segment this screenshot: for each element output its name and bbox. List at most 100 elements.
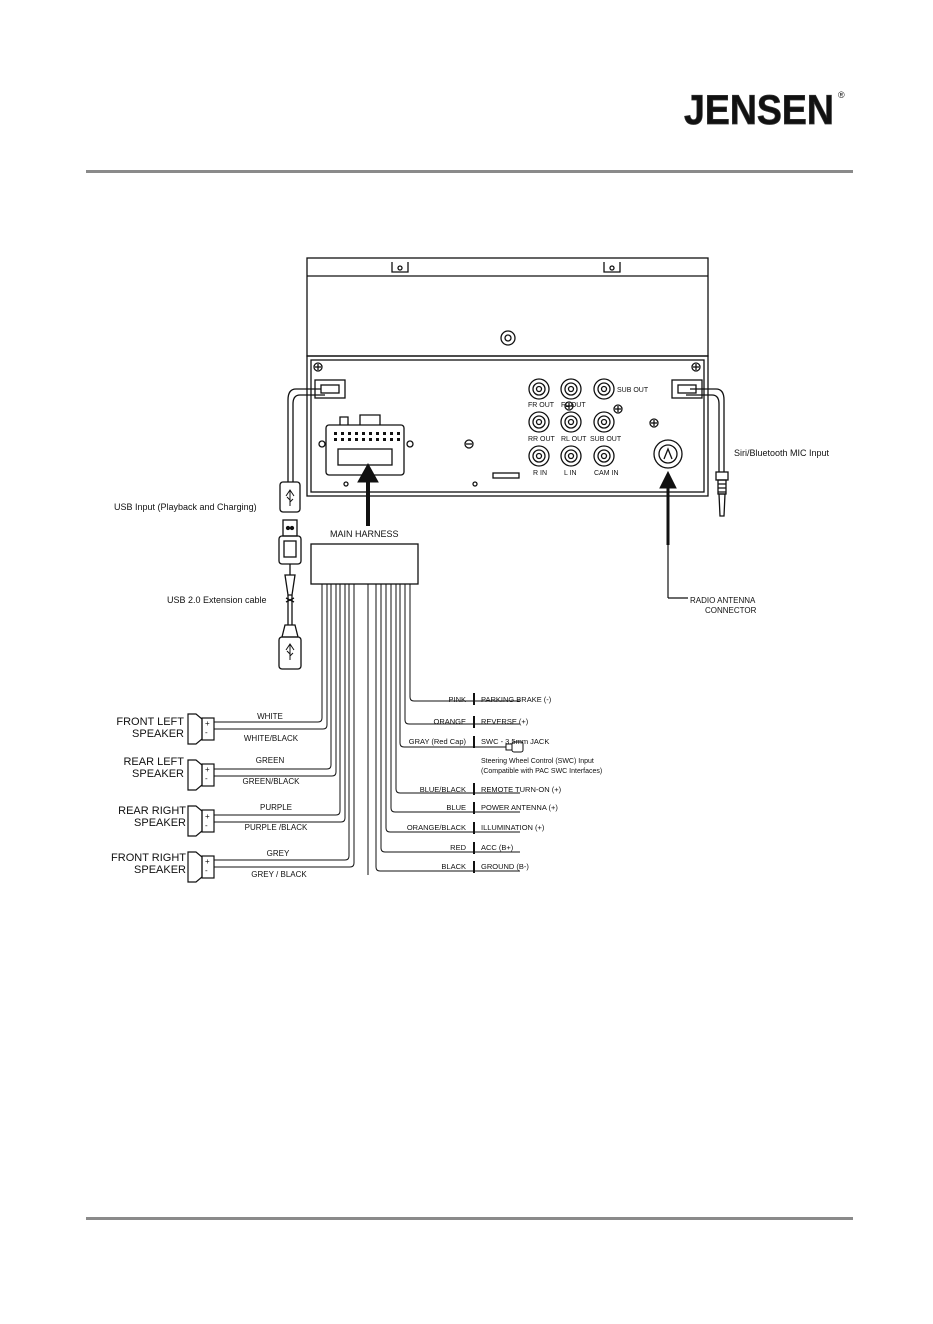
connector-pin bbox=[334, 432, 337, 435]
wire-function-remote: REMOTE TURN-ON (+) bbox=[481, 785, 562, 794]
rca-label-fr-out: FR OUT bbox=[528, 402, 555, 409]
rca-label-fl-out: FL OUT bbox=[561, 402, 586, 409]
connector-pin bbox=[369, 438, 372, 441]
rca-labels: FR OUT FL OUT SUB OUT RR OUT RL OUT SUB … bbox=[528, 387, 649, 477]
speaker-plus-fr: + bbox=[205, 857, 210, 866]
wire-function-reverse: REVERSE (+) bbox=[481, 717, 529, 726]
connector-pin bbox=[376, 438, 379, 441]
brand-name: JENSEN bbox=[684, 86, 834, 132]
speaker-rear-right-line1: REAR RIGHT bbox=[118, 805, 186, 817]
connector-pins bbox=[334, 432, 400, 441]
rca-jack-center bbox=[535, 385, 543, 393]
usb-input-label: USB Input (Playback and Charging) bbox=[114, 502, 257, 512]
speaker-front-left-line1: FRONT LEFT bbox=[116, 716, 184, 728]
speaker-terminal-icon bbox=[201, 717, 215, 741]
speaker-terminal-signs: + - + - + - + - bbox=[205, 719, 210, 875]
wire-function-acc: ACC (B+) bbox=[481, 843, 514, 852]
rca-jack-ring bbox=[532, 449, 546, 463]
rca-label-sub-out-top: SUB OUT bbox=[617, 387, 649, 394]
rca-jack-ring bbox=[564, 382, 578, 396]
rca-label-cam-in: CAM IN bbox=[594, 470, 619, 477]
rca-jack-center bbox=[600, 385, 608, 393]
rca-jack-ring bbox=[597, 382, 611, 396]
rca-jacks bbox=[528, 378, 615, 467]
rca-jack bbox=[560, 411, 582, 433]
rca-jack bbox=[560, 378, 582, 400]
connector-pin bbox=[334, 438, 337, 441]
antenna-label-line2: CONNECTOR bbox=[705, 606, 757, 615]
connector-pin bbox=[376, 432, 379, 435]
speaker-plus-rl: + bbox=[205, 765, 210, 774]
speaker-front-right-line1: FRONT RIGHT bbox=[111, 852, 186, 864]
wire-label-white-black: WHITE/BLACK bbox=[244, 734, 299, 743]
rca-jack-center bbox=[600, 418, 608, 426]
antenna-socket bbox=[653, 439, 683, 469]
speaker-terminal-icon bbox=[201, 855, 215, 879]
header-rule bbox=[86, 170, 853, 173]
speaker-minus-rr: - bbox=[205, 821, 208, 830]
rca-label-sub-out: SUB OUT bbox=[590, 436, 622, 443]
speaker-cone-icon bbox=[187, 805, 203, 837]
harness-arrow bbox=[357, 462, 379, 526]
rca-label-r-in: R IN bbox=[533, 470, 547, 477]
main-harness-label: MAIN HARNESS bbox=[330, 529, 399, 539]
connector-pin bbox=[362, 432, 365, 435]
connector-pin bbox=[355, 432, 358, 435]
wire-color-gray: GRAY (Red Cap) bbox=[409, 737, 467, 746]
wire-label-purple-black: PURPLE /BLACK bbox=[245, 823, 308, 832]
wire-color-pink: PINK bbox=[448, 695, 466, 704]
speaker-rear-right-line2: SPEAKER bbox=[134, 817, 186, 829]
speaker-front-left-line2: SPEAKER bbox=[132, 728, 184, 740]
head-unit-chassis bbox=[306, 257, 709, 357]
harness-wires bbox=[214, 584, 520, 875]
wire-color-orange: ORANGE bbox=[433, 717, 466, 726]
rca-jack-center bbox=[600, 452, 608, 460]
harness-block bbox=[310, 543, 419, 585]
rca-jack bbox=[528, 445, 550, 467]
speaker-cone-icon bbox=[187, 851, 203, 883]
connector-pin bbox=[390, 432, 393, 435]
usb-icon bbox=[285, 489, 295, 660]
usb-cable bbox=[278, 388, 325, 670]
rca-jack-center bbox=[567, 418, 575, 426]
function-wire-names: PARKING BRAKE (-) REVERSE (+) SWC - 3.5m… bbox=[481, 695, 602, 871]
wire-function-parking-brake: PARKING BRAKE (-) bbox=[481, 695, 552, 704]
wire-color-blue: BLUE bbox=[446, 803, 466, 812]
wire-color-orange-black: ORANGE/BLACK bbox=[407, 823, 466, 832]
usb-extension-label: USB 2.0 Extension cable bbox=[167, 595, 267, 605]
speaker-names: FRONT LEFT SPEAKER REAR LEFT SPEAKER REA… bbox=[111, 716, 186, 876]
wire-color-blue-black: BLUE/BLACK bbox=[420, 785, 466, 794]
speaker-rear-left-line1: REAR LEFT bbox=[123, 756, 184, 768]
wire-label-white: WHITE bbox=[257, 712, 283, 721]
rca-label-rl-out: RL OUT bbox=[561, 436, 587, 443]
jensen-logo: JENSEN ® bbox=[684, 86, 845, 132]
rca-jack-center bbox=[535, 418, 543, 426]
swc-jack bbox=[505, 741, 524, 753]
rca-label-l-in: L IN bbox=[564, 470, 577, 477]
function-wire-colors: PINK ORANGE GRAY (Red Cap) BLUE/BLACK BL… bbox=[407, 695, 467, 871]
wire-label-green: GREEN bbox=[256, 756, 285, 765]
rca-jack bbox=[560, 445, 582, 467]
rca-jack-ring bbox=[564, 449, 578, 463]
speaker-cone-icon bbox=[187, 713, 203, 745]
rca-jack-center bbox=[567, 385, 575, 393]
wire-color-black: BLACK bbox=[441, 862, 466, 871]
mic-input-label: Siri/Bluetooth MIC Input bbox=[734, 448, 830, 458]
antenna-arrow bbox=[659, 470, 688, 599]
connector-pin bbox=[348, 438, 351, 441]
rca-jack-ring bbox=[597, 449, 611, 463]
speaker-minus-fl: - bbox=[205, 728, 208, 737]
speaker-icons bbox=[187, 713, 215, 883]
wire-function-illumination: ILLUMINATION (+) bbox=[481, 823, 545, 832]
wire-label-purple: PURPLE bbox=[260, 803, 292, 812]
speaker-plus-rr: + bbox=[205, 812, 210, 821]
rca-jack-center bbox=[535, 452, 543, 460]
rca-jack-center bbox=[567, 452, 575, 460]
wire-label-grey-black: GREY / BLACK bbox=[251, 870, 307, 879]
speaker-wire-colors: WHITE WHITE/BLACK GREEN GREEN/BLACK PURP… bbox=[243, 712, 308, 879]
speaker-terminal-icon bbox=[201, 809, 215, 833]
rca-jack-ring bbox=[532, 382, 546, 396]
speaker-plus-fl: + bbox=[205, 719, 210, 728]
wire-label-grey: GREY bbox=[267, 849, 290, 858]
